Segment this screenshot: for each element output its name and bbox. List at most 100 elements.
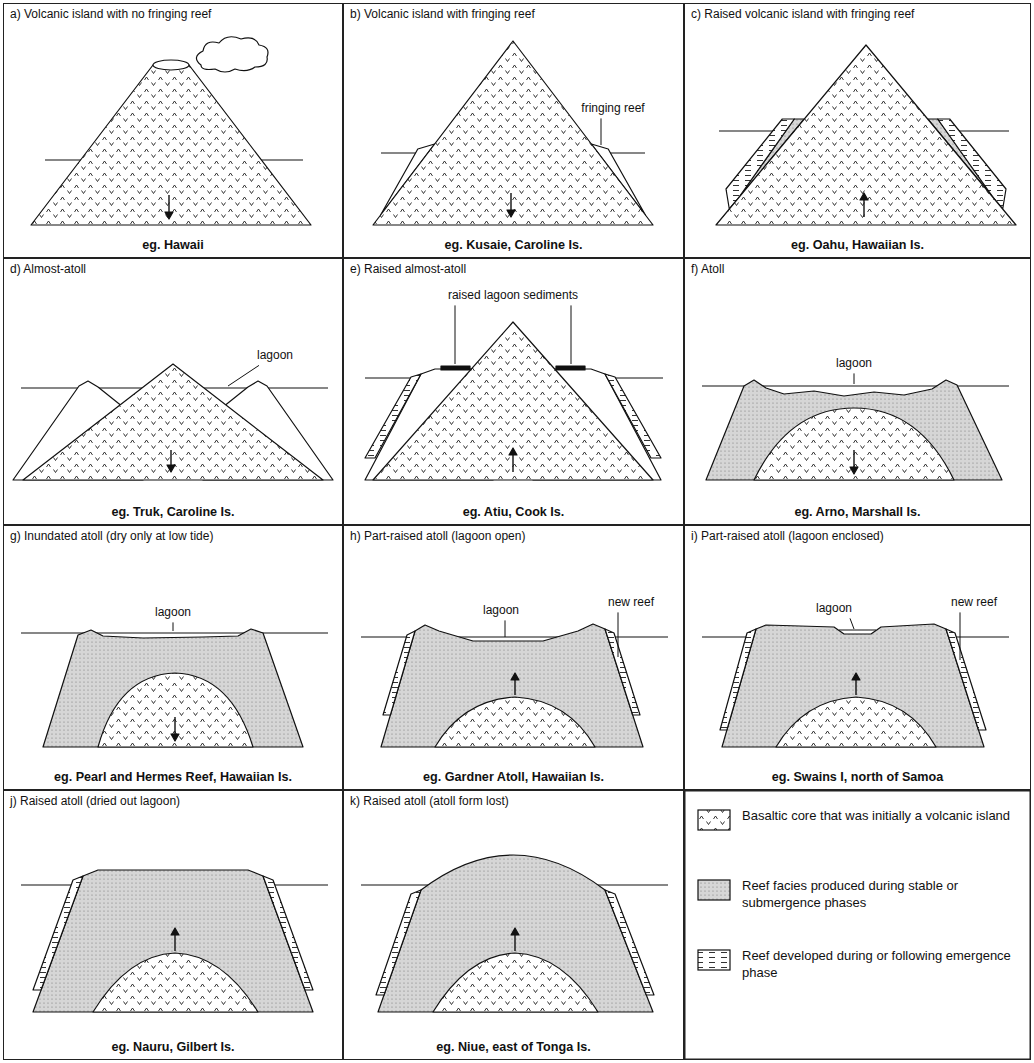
legend-swatch xyxy=(698,950,730,970)
legend-text: Reef developed during or following emerg… xyxy=(742,948,1012,982)
part-label: new reef xyxy=(606,595,656,609)
lagoon-sediment xyxy=(441,366,470,370)
leader-line xyxy=(455,305,456,364)
example-caption: eg. Truk, Caroline Is. xyxy=(4,505,342,520)
part-label: lagoon xyxy=(481,603,521,617)
legend-text: Reef facies produced during stable or su… xyxy=(742,878,1012,912)
example-caption: eg. Oahu, Hawaiian Is. xyxy=(685,238,1030,253)
part-label: new reef xyxy=(949,595,999,609)
panel-illustration xyxy=(365,322,663,480)
movement-arrow xyxy=(514,934,515,951)
stage-panel: d) Almost-atoll eg. Truk, Caroline Is. xyxy=(3,258,343,525)
basalt-core xyxy=(93,953,258,1012)
reef-mass xyxy=(381,624,643,747)
stage-panel: b) Volcanic island with fringing reef eg.… xyxy=(343,3,684,258)
part-label: lagoon xyxy=(255,348,295,362)
panel-illustration xyxy=(13,364,333,480)
leader-line xyxy=(854,373,855,384)
legend-swatch xyxy=(698,810,730,830)
part-label: lagoon xyxy=(834,356,874,370)
new-reef xyxy=(383,631,415,715)
stage-panel: h) Part-raised atoll (lagoon open)eg. Ga… xyxy=(343,525,684,790)
example-caption: eg. Pearl and Hermes Reef, Hawaiian Is. xyxy=(4,770,342,785)
volcano xyxy=(23,364,323,480)
leader-lines xyxy=(173,118,960,660)
arrow-head xyxy=(171,928,179,935)
panel-title: g) Inundated atoll (dry only at low tide… xyxy=(10,529,213,543)
part-label: raised lagoon sediments xyxy=(446,288,580,302)
new-reef xyxy=(605,629,640,715)
panel-illustration xyxy=(361,855,668,1012)
movement-arrow xyxy=(512,454,513,472)
example-caption: eg. Nauru, Gilbert Is. xyxy=(4,1040,342,1055)
panel-title: c) Raised volcanic island with fringing … xyxy=(691,7,914,21)
panel-title: b) Volcanic island with fringing reef xyxy=(350,7,535,21)
example-caption: eg. Atiu, Cook Is. xyxy=(344,505,683,520)
movement-arrow xyxy=(174,934,175,951)
new-reef xyxy=(605,890,654,995)
leader-line xyxy=(173,622,174,631)
basalt-core xyxy=(98,673,253,747)
new-reef xyxy=(376,890,421,995)
panel-title: a) Volcanic island with no fringing reef xyxy=(10,7,211,21)
example-caption: eg. Arno, Marshall Is. xyxy=(685,505,1030,520)
lagoon-sediment xyxy=(556,366,585,370)
volcano xyxy=(716,45,1016,225)
basalt-core xyxy=(776,697,936,747)
reef-mass xyxy=(378,855,653,1012)
panel-title: f) Atoll xyxy=(691,262,724,276)
arrow-head xyxy=(852,673,860,680)
leader-line xyxy=(601,118,602,145)
legend-box xyxy=(685,791,1031,1060)
leader-line xyxy=(960,612,961,660)
legend-swatch xyxy=(698,880,730,900)
stage-panel: c) Raised volcanic island with fringing … xyxy=(684,3,1031,258)
arrow-head xyxy=(509,448,517,455)
volcano xyxy=(31,65,311,225)
panel-illustration xyxy=(21,629,328,747)
movement-arrow xyxy=(863,199,864,217)
reef-mass xyxy=(43,629,303,747)
panel-illustration xyxy=(31,37,311,225)
volcano xyxy=(373,322,653,480)
panel-illustration xyxy=(702,624,1009,747)
example-caption: eg. Swains I, north of Samoa xyxy=(685,770,1030,785)
basalt-core xyxy=(754,408,954,480)
reef-mass xyxy=(706,380,1002,480)
panel-title: e) Raised almost-atoll xyxy=(350,262,466,276)
arrow-head xyxy=(165,212,173,219)
panel-title: d) Almost-atoll xyxy=(10,262,86,276)
part-label: lagoon xyxy=(153,605,193,619)
leader-line xyxy=(228,365,259,386)
arrow-head xyxy=(850,467,858,474)
movement-arrow xyxy=(514,679,515,695)
volcano xyxy=(373,41,653,225)
leader-line xyxy=(571,305,572,364)
arrow-head xyxy=(860,193,868,200)
reef-mass xyxy=(33,870,313,1012)
panel-illustration xyxy=(716,45,1016,225)
part-label: lagoon xyxy=(814,601,854,615)
lagoon-water xyxy=(839,629,876,630)
sea-level xyxy=(21,632,328,633)
panel-title: h) Part-raised atoll (lagoon open) xyxy=(350,529,525,543)
new-reef xyxy=(946,629,986,730)
stage-panel: k) Raised atoll (atoll form lost) eg. Niu… xyxy=(343,790,684,1060)
panel-title: i) Part-raised atoll (lagoon enclosed) xyxy=(691,529,884,543)
panel-title: k) Raised atoll (atoll form lost) xyxy=(350,794,509,808)
movement-arrow xyxy=(853,450,854,468)
example-caption: eg. Hawaii xyxy=(4,238,342,253)
movement-arrow xyxy=(510,193,511,211)
example-caption: eg. Niue, east of Tonga Is. xyxy=(344,1040,683,1055)
legend-border xyxy=(685,791,1031,1060)
basalt-core xyxy=(435,697,595,747)
reef-mass xyxy=(722,624,984,747)
movement-arrow xyxy=(174,717,175,735)
arrow-head xyxy=(511,928,519,935)
movement-arrow xyxy=(168,195,169,213)
panel-illustration xyxy=(21,870,328,1012)
new-reef xyxy=(720,629,756,730)
legend-text: Basaltic core that was initially a volca… xyxy=(742,808,1012,825)
movement-arrow xyxy=(170,450,171,466)
example-caption: eg. Kusaie, Caroline Is. xyxy=(344,238,683,253)
